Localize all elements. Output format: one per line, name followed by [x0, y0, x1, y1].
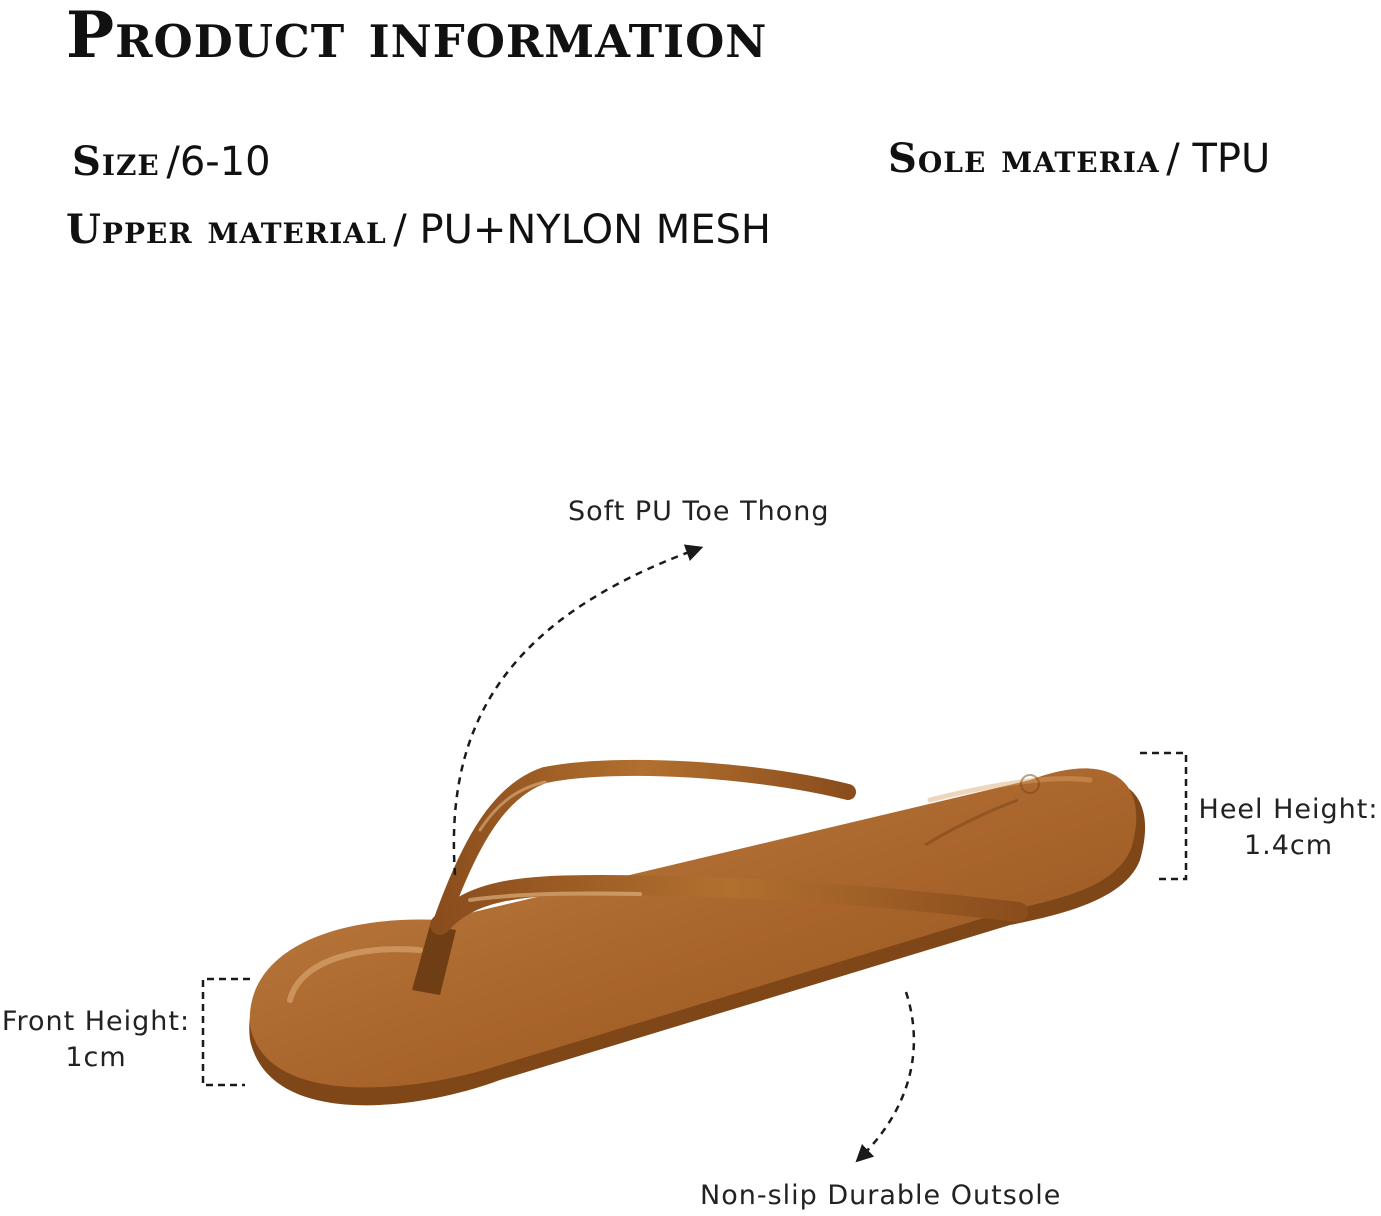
heel-height-title: Heel Height: — [1198, 794, 1379, 825]
spec-upper: Upper material / PU+NYLON MESH — [66, 206, 771, 253]
front-height-title: Front Height: — [1, 1006, 191, 1037]
heel-height-bracket — [1140, 751, 1188, 881]
spec-sole-label: Sole materia — [888, 135, 1160, 182]
footbed — [249, 768, 1137, 1088]
callout-outsole: Non-slip Durable Outsole — [700, 1180, 1062, 1211]
arrow-thong-icon — [452, 544, 704, 876]
heel-height-label: Heel Height: 1.4cm — [1196, 792, 1381, 864]
front-height-value: 1cm — [65, 1042, 127, 1073]
callout-toe-thong: Soft PU Toe Thong — [568, 496, 830, 527]
front-height-bracket — [201, 977, 250, 1087]
heel-height-value: 1.4cm — [1243, 830, 1334, 861]
spec-sole: Sole materia / TPU — [888, 135, 1270, 182]
spec-size-label: Size — [72, 138, 160, 185]
front-height-label: Front Height: 1cm — [0, 1004, 192, 1076]
spec-sole-value: / TPU — [1166, 136, 1271, 182]
arrow-outsole-icon — [855, 991, 916, 1163]
page-title: Product information — [66, 0, 768, 73]
spec-upper-label: Upper material — [66, 206, 387, 253]
spec-size: Size /6-10 — [72, 138, 271, 185]
spec-upper-value: / PU+NYLON MESH — [393, 207, 771, 253]
strap-back — [432, 759, 856, 933]
spec-size-value: /6-10 — [166, 139, 271, 185]
